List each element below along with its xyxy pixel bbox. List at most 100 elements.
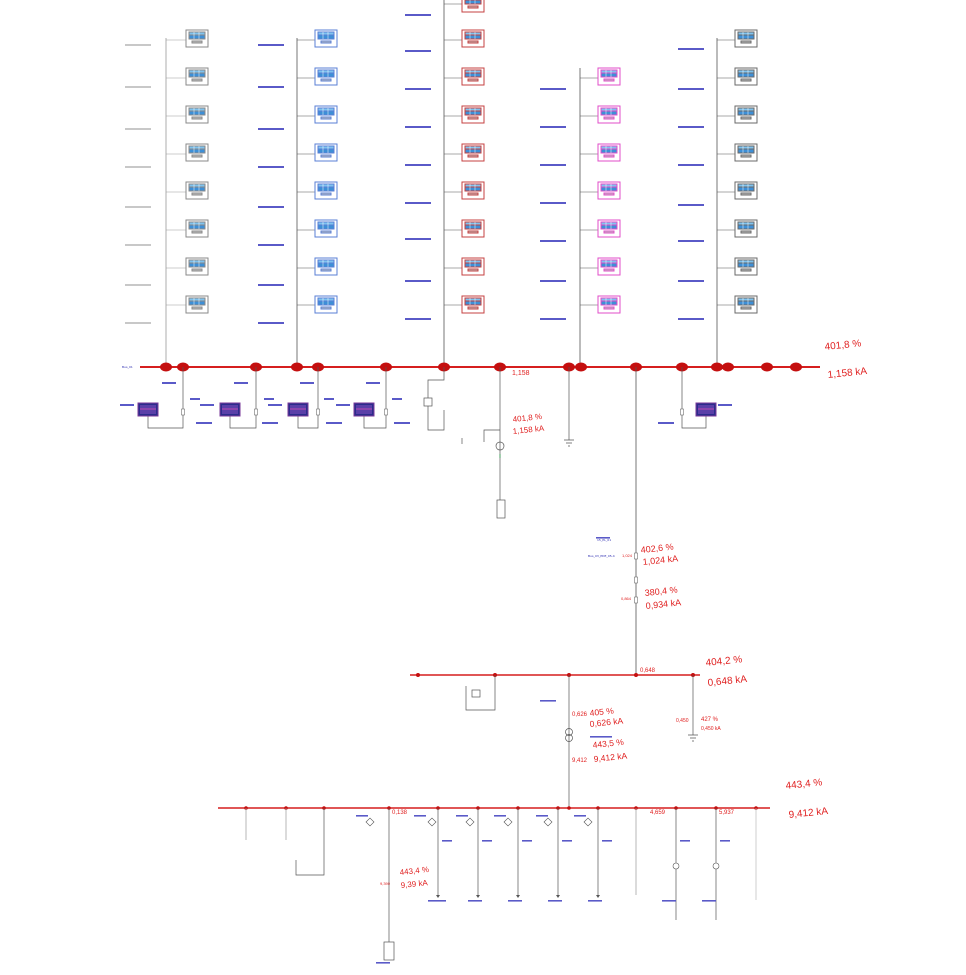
feeder-line-label: 15_PL_01 [597,538,611,542]
trafo-top-node: 0,626 [572,712,588,718]
load-markers [365,817,720,870]
aux-transformer-branch [461,367,506,519]
load-icon [672,862,680,870]
ground-branch [564,367,574,447]
bus-node [575,362,587,372]
load-icon [365,817,375,827]
solar-panel-icon [185,219,209,238]
mv-bus-current: 0,648 kA [707,674,748,689]
breakers-main [181,408,684,416]
solar-panel-icon [185,105,209,124]
solar-panel-icon [314,143,338,162]
feeder2-percent: 380,4 % [644,585,678,598]
ground-icon [688,734,698,742]
solar-panel-icon [461,29,485,48]
bus-node [761,362,773,372]
solar-panel-icon [597,105,621,124]
solar-panel-icon [185,67,209,86]
breaker-icon [634,576,638,584]
solar-panel-icon [597,67,621,86]
mv-bus-nodes[interactable] [416,673,695,677]
solar-panel-icon [461,257,485,276]
solar-panel-icon [314,67,338,86]
mv-right-branch [688,675,698,742]
bus-node [291,362,303,372]
solar-panel-icon [314,295,338,314]
solar-panel-icon [461,67,485,86]
solar-panel-icon [597,219,621,238]
ground-icon [564,439,574,447]
load-icon [543,817,553,827]
solar-panel-icon [734,29,758,48]
storage-unit [383,941,395,961]
load-icon [583,817,593,827]
trafo-bot-node: 9,412 [572,758,588,764]
lv-bus-nodes[interactable] [244,806,758,810]
solar-panel-icon [314,257,338,276]
lv-right-node: 5,937 [719,810,735,816]
main-bus-percent: 401,8 % [824,338,862,353]
breaker-icon [634,596,638,604]
solar-panel-icon [461,181,485,200]
right-small-percent: 427 % [701,717,719,723]
lv-bus-percent: 443,4 % [785,777,823,792]
trafo-bot-percent: 443,5 % [592,737,625,750]
lv-branch-node: 9,390 [380,881,391,886]
solar-panel-icon [185,143,209,162]
feeder-node-value: 1,024 [622,553,633,558]
mv-bus-percent: 404,2 % [705,654,743,669]
load-icon [712,862,720,870]
breaker-icon [634,552,638,560]
pv-string-5 [716,29,758,367]
feeder-current: 1,024 kA [642,553,678,567]
branch-tags [120,382,732,424]
lv-mid-node: 4,659 [650,810,666,816]
solar-panel-icon [597,295,621,314]
solar-panel-icon [185,181,209,200]
solar-panel-icon [734,143,758,162]
lv-left-node: 0,138 [392,810,408,816]
trafo-bot-current: 9,412 kA [593,751,628,764]
lv-bus-current: 9,412 kA [788,806,829,821]
bus-node [160,362,172,372]
feeder-percent: 402,6 % [640,542,674,555]
solar-panel-icon [734,105,758,124]
solar-panel-icon [734,257,758,276]
battery-icon [219,402,241,417]
pv-string-4 [579,67,621,367]
solar-panel-icon [314,105,338,124]
mv-node-value: 0,648 [640,668,656,674]
trafo-top-percent: 405 % [589,705,614,718]
bus-node [790,362,802,372]
load-icon [427,817,437,827]
solar-panel-icon [734,295,758,314]
solar-panel-icon [734,181,758,200]
battery-branches [147,367,707,429]
right-small-current: 0,450 kA [701,726,721,732]
solar-panel-icon [734,219,758,238]
feeder-bus-label: Bus_03_PDE_05-4 [588,554,615,558]
bus-node [722,362,734,372]
battery-icon [353,402,375,417]
branch-current: 1,158 kA [512,424,545,436]
solar-panel-icon [185,257,209,276]
solar-panel-icon [597,143,621,162]
battery-icon [137,402,159,417]
solar-panel-icon [461,143,485,162]
feeder2-node-value: 0,864 [621,596,632,601]
solar-panel-icon [314,181,338,200]
feeder2-current: 0,934 kA [645,597,681,611]
lv-feeders [245,808,757,945]
pv-string-2 [296,29,338,367]
string-tag-labels-grey [125,44,151,324]
lv-branch-percent: 443,4 % [399,865,429,877]
pv-string-3 [443,0,485,367]
main-bus-label: Bus_01 [122,365,133,369]
solar-panel-icon [597,257,621,276]
inverter-branch [423,367,445,431]
main-bus-node-value: 1,158 [512,370,530,377]
main-bus-current: 1,158 kA [827,366,868,381]
feeder-ends [436,895,600,898]
pv-string-1 [165,29,209,367]
